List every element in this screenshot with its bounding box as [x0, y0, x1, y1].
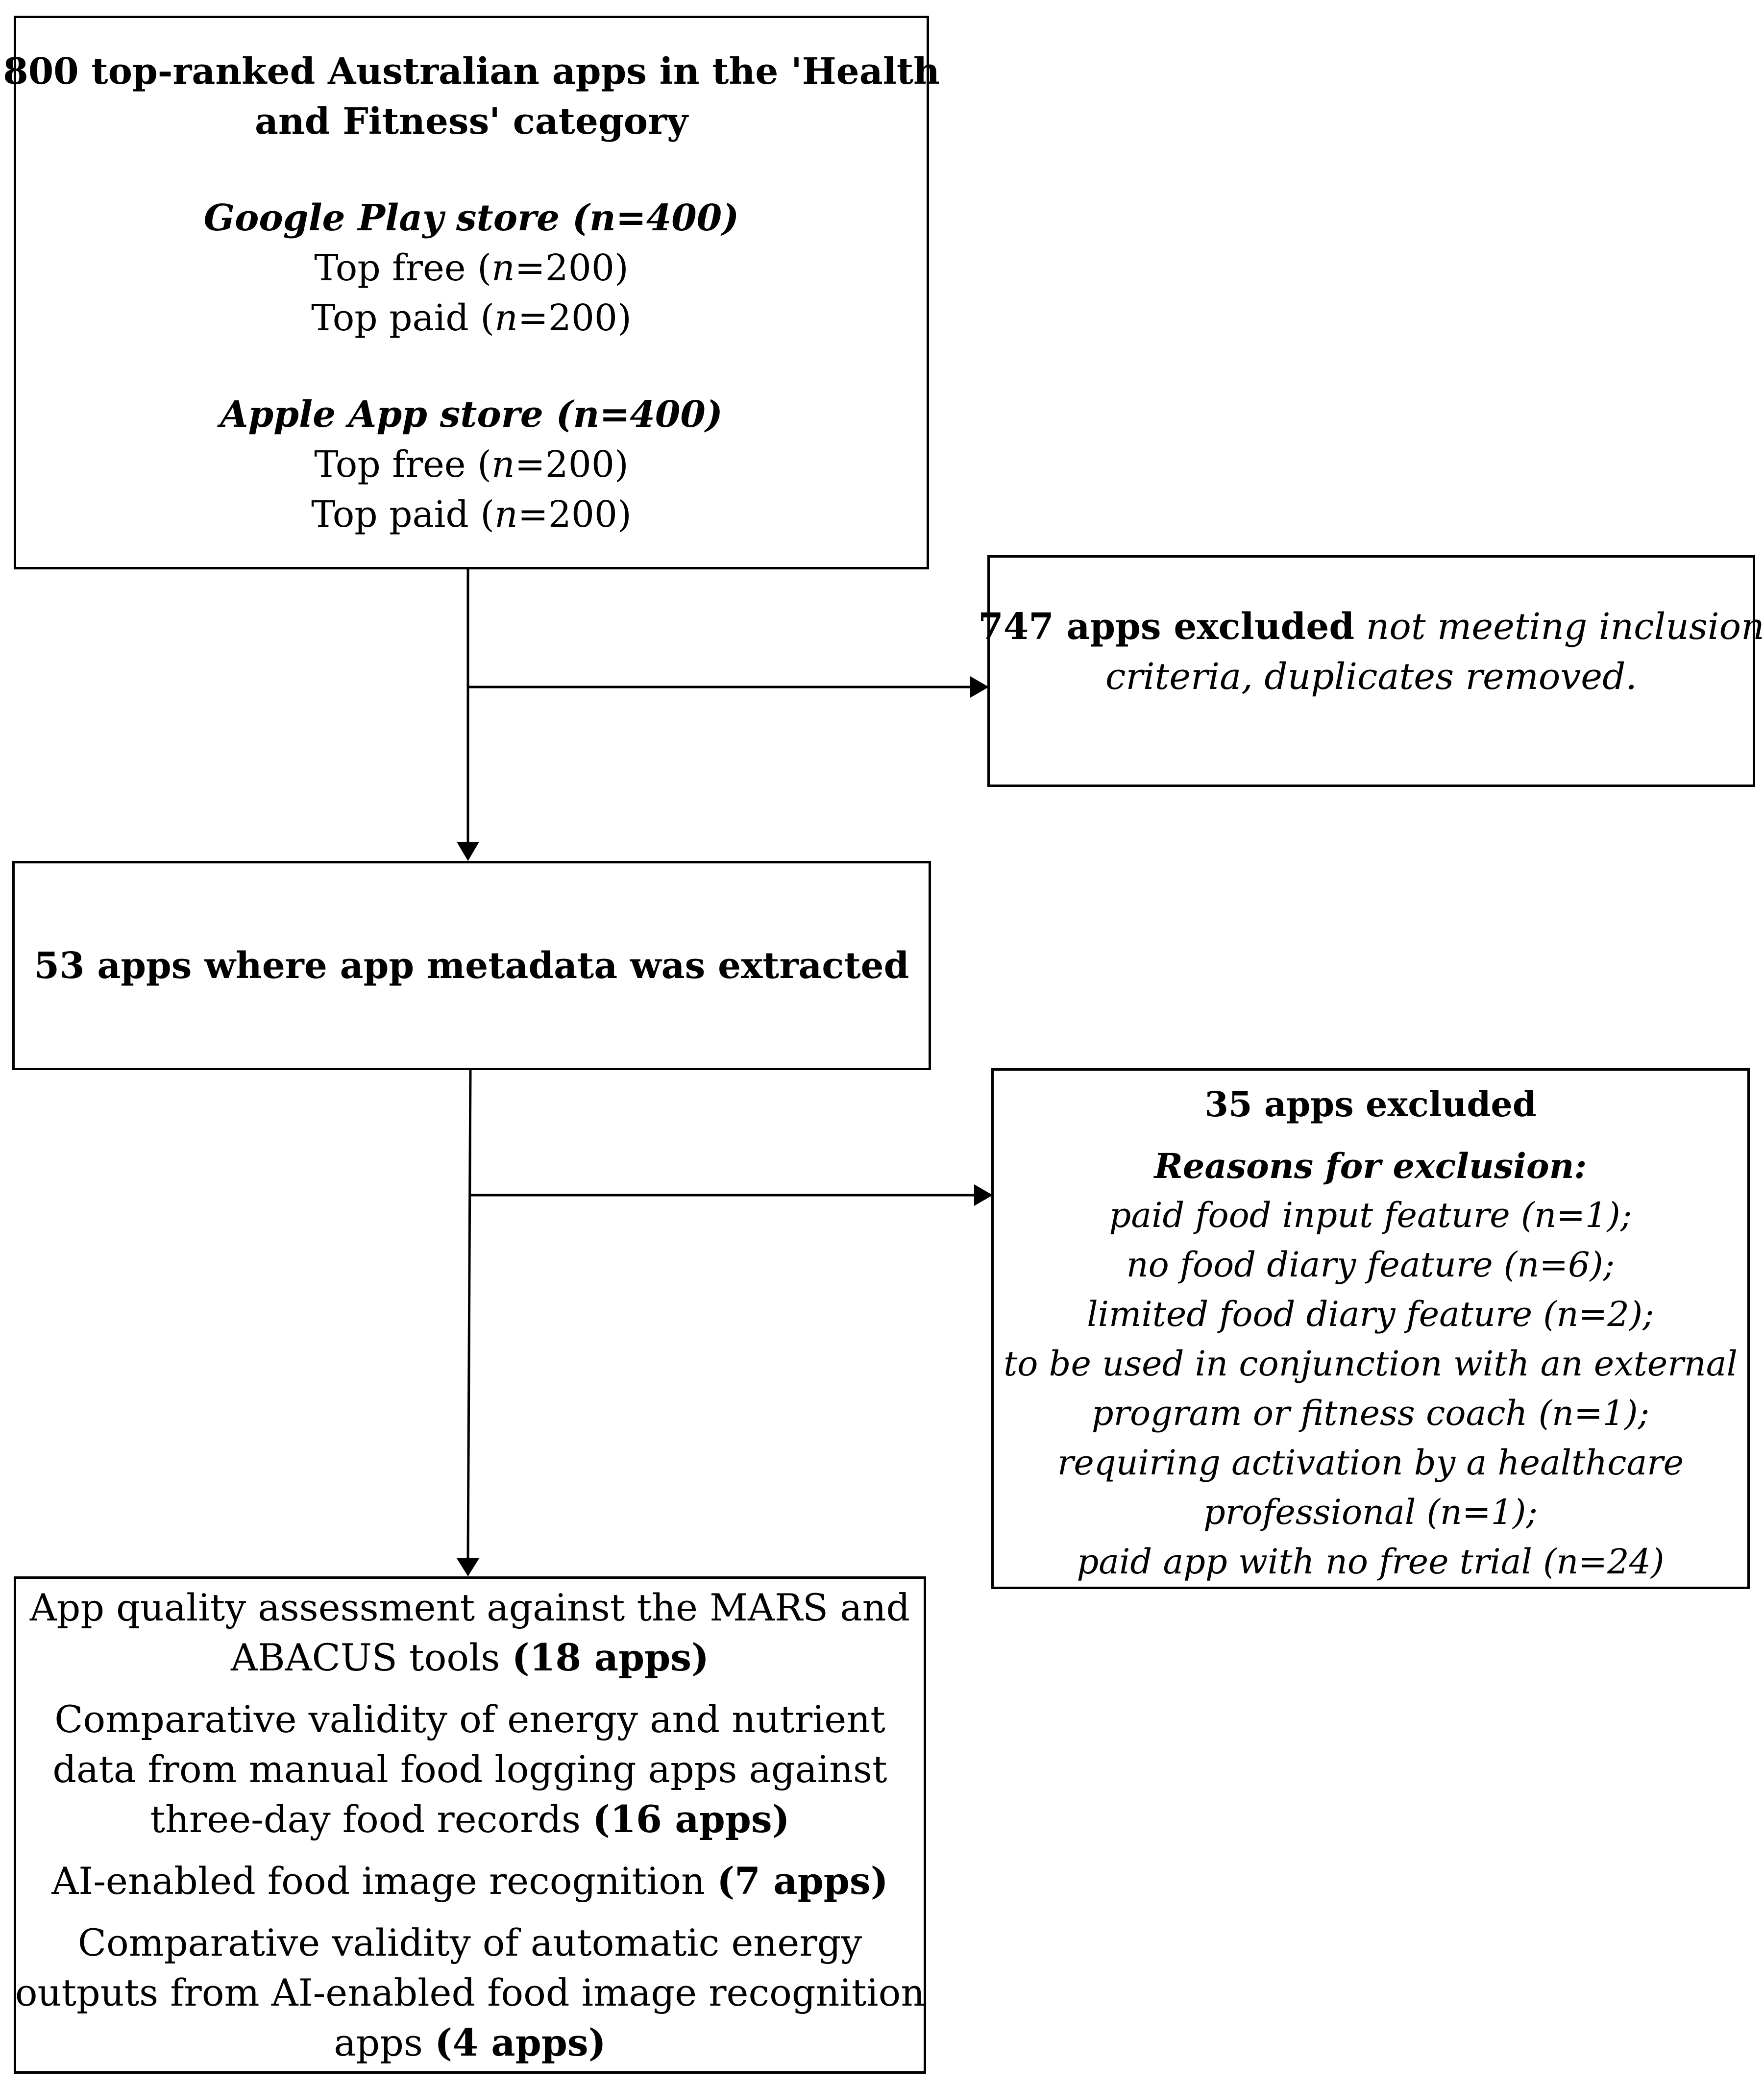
outcome-4-line-1: Comparative validity of automatic energy [77, 1921, 862, 1964]
outcome-2-text: three-day food records [150, 1797, 581, 1841]
outcome-1-line-2: ABACUS tools (18 apps) [231, 1633, 709, 1683]
excluded-1-line-1: 747 apps excluded not meeting inclusion [978, 602, 1764, 652]
outcome-3-line-1: AI-enabled food image recognition (7 app… [51, 1856, 888, 1906]
source-title-line-1: 800 top-ranked Australian apps in the 'H… [3, 50, 940, 93]
outcome-2-line-2: data from manual food logging apps again… [52, 1747, 887, 1791]
outcome-1-line-1: App quality assessment against the MARS … [29, 1586, 910, 1629]
exclusion-reason: limited food diary feature (n=2); [1087, 1294, 1654, 1334]
google-top-free-suffix: =200) [514, 247, 629, 289]
google-top-paid-n: n [494, 297, 518, 339]
metadata-extracted-label: 53 apps where app metadata was extracted [34, 944, 909, 987]
apple-top-paid: Top paid (n=200) [311, 490, 632, 540]
outcome-4-count: (4 apps) [435, 2021, 606, 2064]
outcome-4-line-3: apps (4 apps) [334, 2018, 606, 2068]
exclusion-reason: program or fitness coach (n=1); [1091, 1393, 1650, 1433]
outcome-2-line-3: three-day food records (16 apps) [150, 1794, 789, 1844]
arrow-mid-to-bottom [466, 1070, 472, 1559]
google-top-paid-prefix: Top paid ( [311, 297, 495, 339]
arrowhead-top-to-mid [457, 842, 479, 861]
apple-top-free-prefix: Top free ( [314, 443, 491, 486]
exclusion-reasons-heading: Reasons for exclusion: [1154, 1146, 1587, 1186]
apple-top-paid-n: n [494, 493, 518, 536]
source-title-line-2: and Fitness' category [254, 100, 688, 143]
exclusion-reason: no food diary feature (n=6); [1126, 1245, 1615, 1285]
outcome-2-count: (16 apps) [592, 1797, 790, 1841]
apple-app-store-heading: Apple App store (n=400) [220, 393, 723, 436]
apple-top-free-n: n [491, 443, 515, 486]
arrowhead-to-excluded-2 [974, 1184, 993, 1206]
exclusion-reason: professional (n=1); [1203, 1492, 1538, 1532]
outcome-2-line-1: Comparative validity of energy and nutri… [54, 1697, 885, 1741]
excluded-2-count: 35 apps excluded [1204, 1084, 1537, 1125]
source-apps-box: 800 top-ranked Australian apps in the 'H… [3, 16, 940, 569]
google-top-free-n: n [491, 247, 515, 289]
outcome-1-count: (18 apps) [512, 1636, 710, 1679]
arrowhead-to-excluded-1 [970, 676, 989, 698]
metadata-extracted-box: 53 apps where app metadata was extracted [12, 861, 931, 1070]
excluded-1-reason-1: not meeting inclusion [1366, 605, 1764, 648]
outcome-3-text: AI-enabled food image recognition [51, 1859, 705, 1903]
excluded-1-reason-2: criteria, duplicates removed. [1105, 655, 1637, 698]
assessment-outcomes-box: App quality assessment against the MARS … [14, 1576, 926, 2074]
apple-top-paid-suffix: =200) [517, 493, 632, 536]
outcome-1-text: ABACUS tools [230, 1636, 500, 1679]
google-top-paid: Top paid (n=200) [311, 293, 632, 343]
apple-top-free: Top free (n=200) [314, 440, 629, 490]
google-top-free-prefix: Top free ( [314, 247, 491, 289]
exclusion-reason: paid app with no free trial (n=24) [1077, 1542, 1665, 1582]
excluded-apps-box-2: 35 apps excluded Reasons for exclusion: … [991, 1068, 1750, 1589]
excluded-apps-box-1: 747 apps excluded not meeting inclusion … [978, 555, 1764, 787]
exclusion-reason: to be used in conjunction with an extern… [1004, 1344, 1738, 1384]
apple-top-free-suffix: =200) [514, 443, 629, 486]
outcome-4-line-2: outputs from AI-enabled food image recog… [15, 1971, 925, 2014]
apple-top-paid-prefix: Top paid ( [311, 493, 495, 536]
exclusion-reason: requiring activation by a healthcare [1057, 1443, 1684, 1483]
outcome-4-text: apps [334, 2021, 423, 2064]
outcome-3-count: (7 apps) [717, 1859, 888, 1903]
exclusion-reason: paid food input feature (n=1); [1109, 1195, 1632, 1235]
google-play-heading: Google Play store (n=400) [203, 197, 739, 239]
google-top-free: Top free (n=200) [314, 243, 629, 293]
arrowhead-mid-to-bottom [457, 1558, 479, 1576]
google-top-paid-suffix: =200) [517, 297, 632, 339]
excluded-1-count: 747 apps excluded [978, 605, 1355, 648]
